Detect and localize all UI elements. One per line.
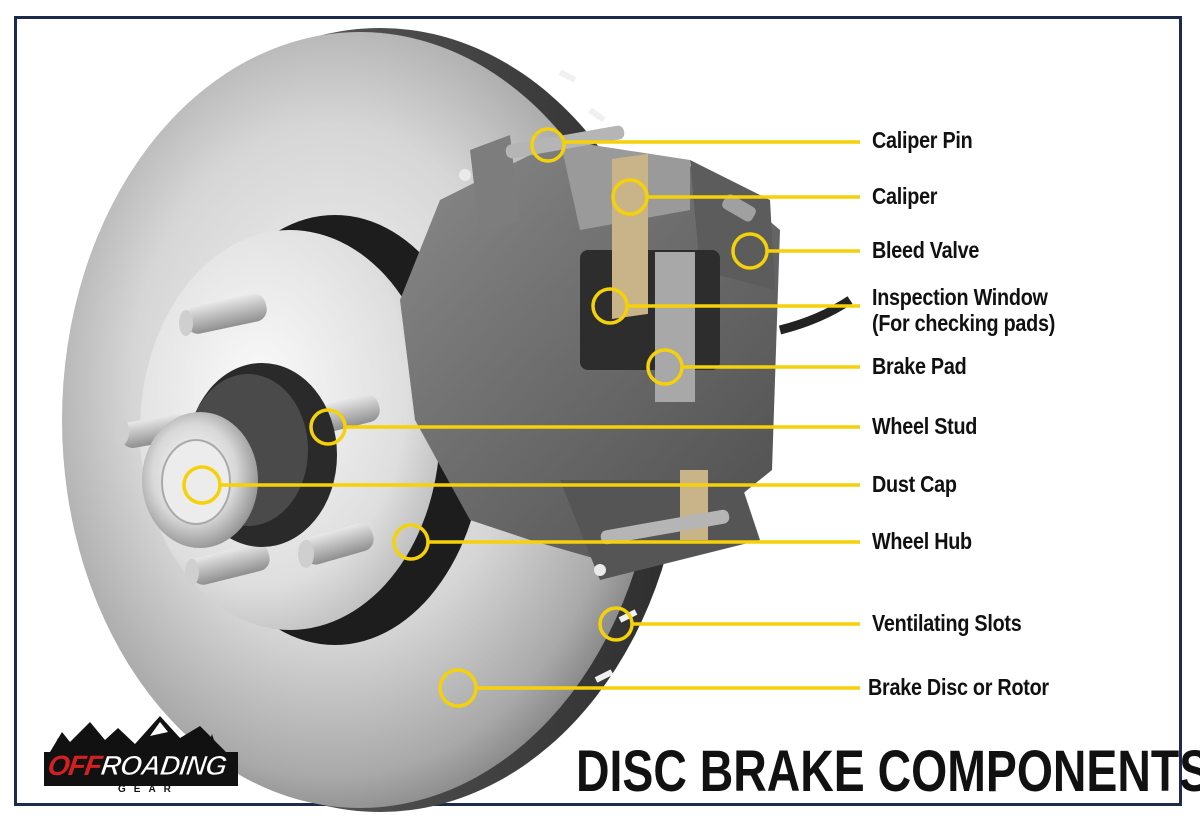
label-wheel-stud: Wheel Stud bbox=[872, 413, 978, 439]
logo-subtext: GEAR bbox=[118, 784, 179, 795]
callout-markers bbox=[182, 127, 860, 708]
logo-wordmark: OFFROADING bbox=[45, 750, 229, 782]
wheel-studs bbox=[115, 293, 380, 585]
label-brake-disc: Brake Disc or Rotor bbox=[868, 674, 1049, 700]
caliper-body bbox=[400, 135, 780, 580]
label-bleed-valve: Bleed Valve bbox=[872, 237, 980, 263]
label-brake-pad: Brake Pad bbox=[872, 353, 967, 379]
label-ventilating-slots: Ventilating Slots bbox=[872, 610, 1022, 636]
bleed-valve-shape bbox=[722, 194, 853, 335]
logo-mountains bbox=[50, 716, 226, 752]
offroading-gear-logo: OFFROADING GEAR bbox=[40, 712, 250, 798]
dust-cap-shape bbox=[142, 363, 337, 548]
label-caliper: Caliper bbox=[872, 183, 938, 209]
page-title: DISC BRAKE COMPONENTS bbox=[576, 739, 1200, 804]
logo-banner bbox=[44, 752, 238, 786]
label-dust-cap: Dust Cap bbox=[872, 471, 957, 497]
label-inspection-window-line2: (For checking pads) bbox=[872, 310, 1056, 336]
label-inspection-window: Inspection Window (For checking pads) bbox=[872, 284, 1055, 336]
label-wheel-hub: Wheel Hub bbox=[872, 528, 972, 554]
label-inspection-window-line1: Inspection Window bbox=[872, 284, 1048, 310]
label-caliper-pin: Caliper Pin bbox=[872, 127, 973, 153]
